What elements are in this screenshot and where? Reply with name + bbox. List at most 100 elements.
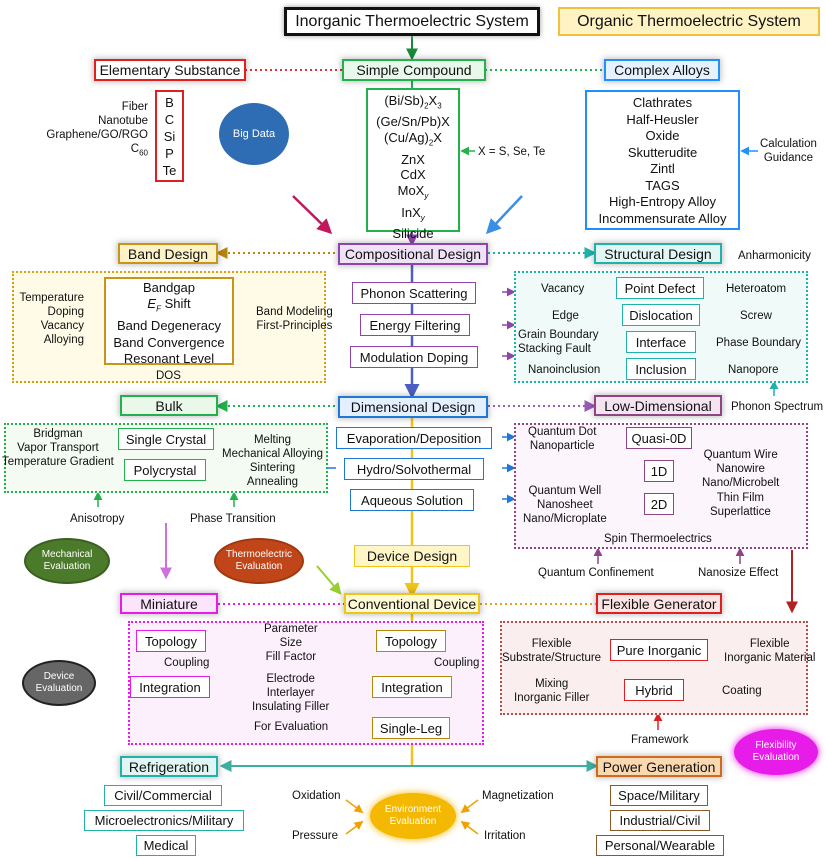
simple-compound-header: Simple Compound [342,59,486,81]
compound-silicide: Silicide [392,225,434,241]
evaporation-deposition-box: Evaporation/Deposition [336,427,492,449]
phonon-spectrum-label: Phonon Spectrum [731,401,824,413]
elementary-side-list: Fiber Nanotube Graphene/GO/RGO C60 [46,100,148,160]
struct-screw: Screw [740,310,772,322]
miniature-header: Miniature [120,593,218,614]
point-defect-box: Point Defect [616,277,704,299]
phonon-scattering-box: Phonon Scattering [352,282,476,304]
element-te: Te [162,163,177,178]
struct-phase-boundary: Phase Boundary [716,337,802,349]
for-evaluation-label: For Evaluation [254,721,329,733]
flexible-generator-header: Flexible Generator [596,593,722,614]
element-c: C [164,112,175,127]
alloy-zintl: Zintl [650,161,675,176]
compound-cdx: CdX [400,167,426,183]
band-resonant-level: Resonant Level [123,351,215,367]
anharmonicity-label: Anharmonicity [738,250,811,262]
alloy-oxide: Oxide [645,128,680,143]
organic-system-header: Organic Thermoelectric System [558,7,820,36]
refrigeration-header: Refrigeration [120,756,218,777]
structural-design-header: Structural Design [594,243,722,264]
mini-integration-box: Integration [130,676,210,698]
hybrid-box: Hybrid [624,679,684,701]
element-p: P [165,146,174,161]
alloy-incommensurate: Incommensurate Alloy [598,210,727,226]
quasi-0d-box: Quasi-0D [626,427,692,449]
polycrystal-box: Polycrystal [124,459,206,481]
struct-nanopore: Nanopore [728,364,779,376]
side-item-fiber: Fiber [121,101,148,113]
single-leg-box: Single-Leg [372,717,450,739]
compound-inx: InXy [401,204,425,223]
conv-coupling-label: Coupling [434,657,480,669]
elementary-substance-header: Elementary Substance [94,59,246,81]
conv-integration-box: Integration [372,676,452,698]
refrig-micro-box: Microelectronics/Military [84,810,244,831]
struct-vacancy: Vacancy [541,283,585,295]
simple-compound-list: (Bi/Sb)2X3 (Ge/Sn/Pb)X (Cu/Ag)2X ZnX CdX… [366,88,460,241]
two-d-box: 2D [644,493,674,515]
complex-alloys-header: Complex Alloys [604,59,720,81]
power-industrial-box: Industrial/Civil [610,810,710,831]
side-item-c60: C60 [130,143,148,158]
struct-heteroatom: Heteroatom [726,283,787,295]
struct-edge: Edge [552,310,579,322]
band-list: Bandgap EF Shift Band Degeneracy Band Co… [104,277,234,367]
one-d-box: 1D [644,460,674,482]
phase-transition-label: Phase Transition [190,513,276,525]
mini-coupling-label: Coupling [164,657,210,669]
magnetization-label: Magnetization [482,790,554,802]
compound-znx: ZnX [401,151,425,167]
element-list: B C Si P Te [155,90,184,182]
alloy-half-heusler: Half-Heusler [626,111,699,127]
compound-mox: MoXy [397,183,429,201]
mini-topology-box: Topology [136,630,206,652]
refrig-medical-box: Medical [136,835,196,856]
irritation-label: Irritation [484,830,526,842]
compound-cuag: (Cu/Ag)2X [384,130,442,148]
power-personal-box: Personal/Wearable [596,835,724,856]
power-space-box: Space/Military [610,785,708,806]
compound-bisb: (Bi/Sb)2X3 [384,93,442,111]
quantum-confinement-label: Quantum Confinement [538,567,654,579]
hydro-solvothermal-box: Hydro/Solvothermal [344,458,484,480]
spin-thermoelectrics-label: Spin Thermoelectrics [604,533,712,545]
alloy-tags: TAGS [645,177,680,193]
alloy-clathrates: Clathrates [632,95,693,110]
side-item-graphene: Graphene/GO/RGO [46,129,148,141]
dimensional-design-header: Dimensional Design [338,396,488,418]
element-si: Si [163,129,176,144]
conv-topology-box: Topology [376,630,446,652]
band-degeneracy: Band Degeneracy [116,318,222,334]
inclusion-box: Inclusion [626,358,696,380]
energy-filtering-box: Energy Filtering [360,314,470,336]
oxidation-label: Oxidation [292,790,341,802]
big-data-circle: Big Data [219,103,289,165]
pressure-label: Pressure [292,830,339,842]
complex-alloy-list: Clathrates Half-Heusler Oxide Skutterudi… [585,90,740,230]
compositional-design-header: Compositional Design [338,243,488,265]
compound-gesnpb: (Ge/Sn/Pb)X [376,114,450,130]
conventional-device-header: Conventional Device [344,593,480,614]
inorganic-system-header: Inorganic Thermoelectric System [284,7,540,36]
band-design-header: Band Design [118,243,218,264]
band-convergence: Band Convergence [113,334,225,350]
side-item-nanotube: Nanotube [98,115,148,127]
element-b: B [165,95,174,110]
x-element-note: X = S, Se, Te [478,146,546,158]
